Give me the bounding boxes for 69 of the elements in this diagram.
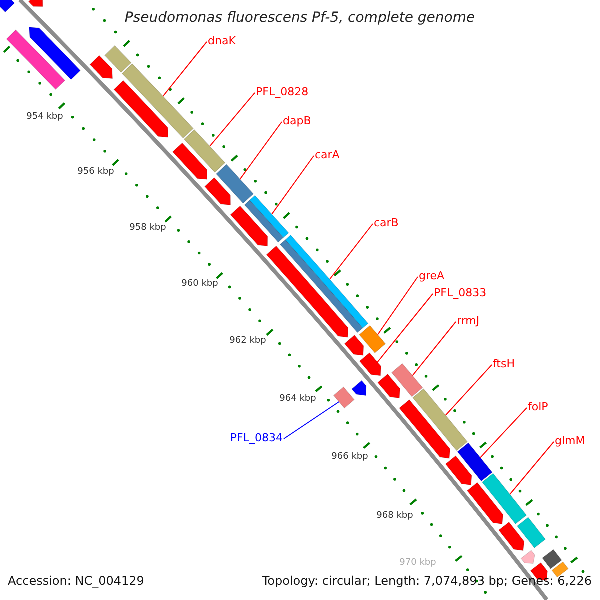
- leader-line: [510, 442, 554, 495]
- leader-line: [412, 322, 456, 376]
- scale-label: 964 kbp: [280, 394, 316, 404]
- gene-bar: [6, 30, 66, 90]
- gene-bar: [552, 562, 569, 578]
- gene-bar: [280, 234, 369, 334]
- scale-label: 968 kbp: [376, 510, 414, 522]
- gene-bar: [122, 64, 194, 139]
- gene-label: greA: [419, 270, 445, 284]
- leader-line: [445, 364, 492, 416]
- leader-line: [284, 402, 340, 440]
- pointed-gene-bar: [230, 206, 268, 247]
- scale-label: 954 kbp: [26, 112, 64, 122]
- gene-bar: [457, 442, 493, 482]
- gene-bar: [216, 164, 254, 204]
- leader-line: [377, 276, 418, 336]
- leader-line: [480, 408, 528, 458]
- pointed-gene-bar: [28, 0, 44, 8]
- leader-line: [377, 294, 434, 363]
- accession-text: Accession: NC_004129: [8, 575, 144, 589]
- pointed-gene-bar: [29, 27, 82, 80]
- gene-label: carA: [315, 150, 340, 162]
- pointed-gene-bar: [344, 334, 364, 356]
- gene-bar: [412, 388, 468, 452]
- gene-label: PFL_0833: [434, 288, 487, 300]
- gene-bar: [542, 549, 562, 570]
- title: Pseudomonas fluorescens Pf-5, complete genome: [124, 10, 476, 26]
- pointed-gene-bar: [359, 352, 382, 376]
- pointed-gene-bar: [445, 456, 472, 486]
- pointed-gene-bar: [172, 142, 208, 180]
- scale-label: 966 kbp: [332, 452, 368, 462]
- gene-label: dapB: [283, 116, 312, 128]
- gene-label: glmM: [555, 436, 586, 448]
- scale-label: 962 kbp: [230, 336, 266, 346]
- scale-label: 956 kbp: [78, 166, 114, 178]
- gene-label: dnaK: [208, 36, 236, 48]
- gene-label: rrmJ: [457, 316, 480, 328]
- scale-label: 958 kbp: [130, 222, 166, 234]
- pointed-gene-bar: [90, 55, 114, 80]
- pointed-gene-bar: [520, 550, 536, 564]
- leader-line: [272, 156, 314, 215]
- gene-label: PFL_0828: [256, 86, 309, 100]
- gene-bar: [333, 386, 355, 409]
- gene-label: folP: [528, 402, 548, 414]
- scale-label: 970 kbp: [400, 558, 436, 568]
- gene-bar: [104, 45, 132, 74]
- gene-bar: [516, 517, 546, 549]
- pointed-gene-bar: [498, 522, 525, 552]
- leader-line: [240, 122, 282, 180]
- gene-bar: [359, 325, 386, 354]
- gene-bar: [391, 363, 424, 398]
- pointed-gene-bar: [352, 380, 367, 396]
- pointed-gene-bar: [466, 482, 504, 525]
- pointed-gene-bar: [399, 400, 450, 459]
- scale-label: 960 kbp: [182, 278, 218, 290]
- gene-label: carB: [374, 218, 399, 230]
- gene-label: ftsH: [493, 358, 515, 372]
- pointed-gene-bar: [114, 80, 169, 138]
- pointed-gene-bar: [266, 246, 348, 338]
- gene-label: PFL_0834: [230, 432, 283, 446]
- pointed-gene-bar: [204, 177, 231, 206]
- leader-line: [329, 224, 374, 280]
- gene-bar: [244, 195, 290, 243]
- leader-line: [162, 42, 208, 97]
- gene-bar: [184, 129, 226, 173]
- genome-summary-text: Topology: circular; Length: 7,074,893 bp; Genes: 6,226: [262, 575, 592, 589]
- gene-bar: [482, 473, 528, 525]
- pointed-gene-bar: [378, 374, 400, 399]
- pointed-gene-bar: [0, 0, 16, 13]
